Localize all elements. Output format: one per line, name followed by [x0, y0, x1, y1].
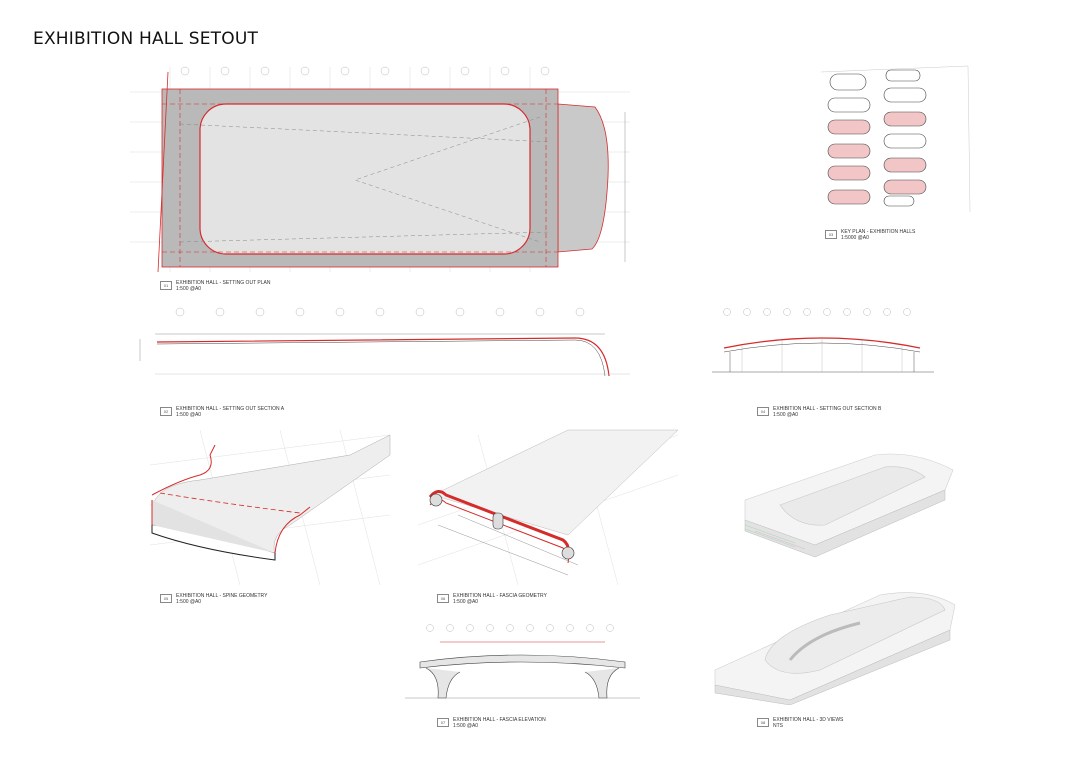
drawing-scale: NTS	[773, 722, 783, 729]
setting-out-section-a	[139, 307, 630, 377]
caption-02: 02 EXHIBITION HALL - SETTING OUT SECTION…	[160, 406, 285, 418]
drawing-name: EXHIBITION HALL - FASCIA GEOMETRY	[453, 593, 547, 599]
sheet-title: EXHIBITION HALL SETOUT	[33, 29, 259, 49]
spine-geometry	[149, 429, 391, 586]
drawing-name: KEY PLAN - EXHIBITION HALLS	[841, 229, 916, 235]
drawing-number: 05	[160, 594, 172, 603]
3d-view-top	[744, 453, 954, 558]
drawing-name: EXHIBITION HALL - 3D VIEWS	[773, 717, 844, 723]
drawing-number: 03	[825, 230, 837, 239]
3d-view-bottom	[714, 592, 956, 705]
fascia-elevation	[405, 624, 640, 699]
drawing-number: 02	[160, 407, 172, 416]
drawing-number: 08	[757, 718, 769, 727]
drawing-name: EXHIBITION HALL - SPINE GEOMETRY	[176, 593, 268, 599]
setting-out-section-b	[712, 308, 934, 373]
caption-04: 04 EXHIBITION HALL - SETTING OUT SECTION…	[757, 406, 882, 418]
drawing-scale: 1:5000 @A0	[841, 234, 869, 241]
fascia-geometry	[417, 429, 679, 586]
key-plan	[820, 65, 971, 213]
drawing-name: EXHIBITION HALL - SETTING OUT SECTION B	[773, 406, 882, 412]
drawing-name: EXHIBITION HALL - SETTING OUT SECTION A	[176, 406, 285, 412]
drawing-scale: 1:500 @A0	[773, 411, 799, 418]
drawing-number: 01	[160, 281, 172, 290]
drawing-scale: 1:500 @A0	[176, 411, 202, 418]
drawing-name: EXHIBITION HALL - SETTING OUT PLAN	[176, 280, 271, 286]
drawing-scale: 1:500 @A0	[176, 285, 202, 292]
drawing-number: 06	[437, 594, 449, 603]
drawing-scale: 1:500 @A0	[453, 722, 479, 729]
drawing-scale: 1:500 @A0	[176, 598, 202, 605]
setting-out-plan	[130, 66, 630, 273]
drawing-number: 04	[757, 407, 769, 416]
drawing-name: EXHIBITION HALL - FASCIA ELEVATION	[453, 717, 546, 723]
drawing-number: 07	[437, 718, 449, 727]
drawing-scale: 1:500 @A0	[453, 598, 479, 605]
